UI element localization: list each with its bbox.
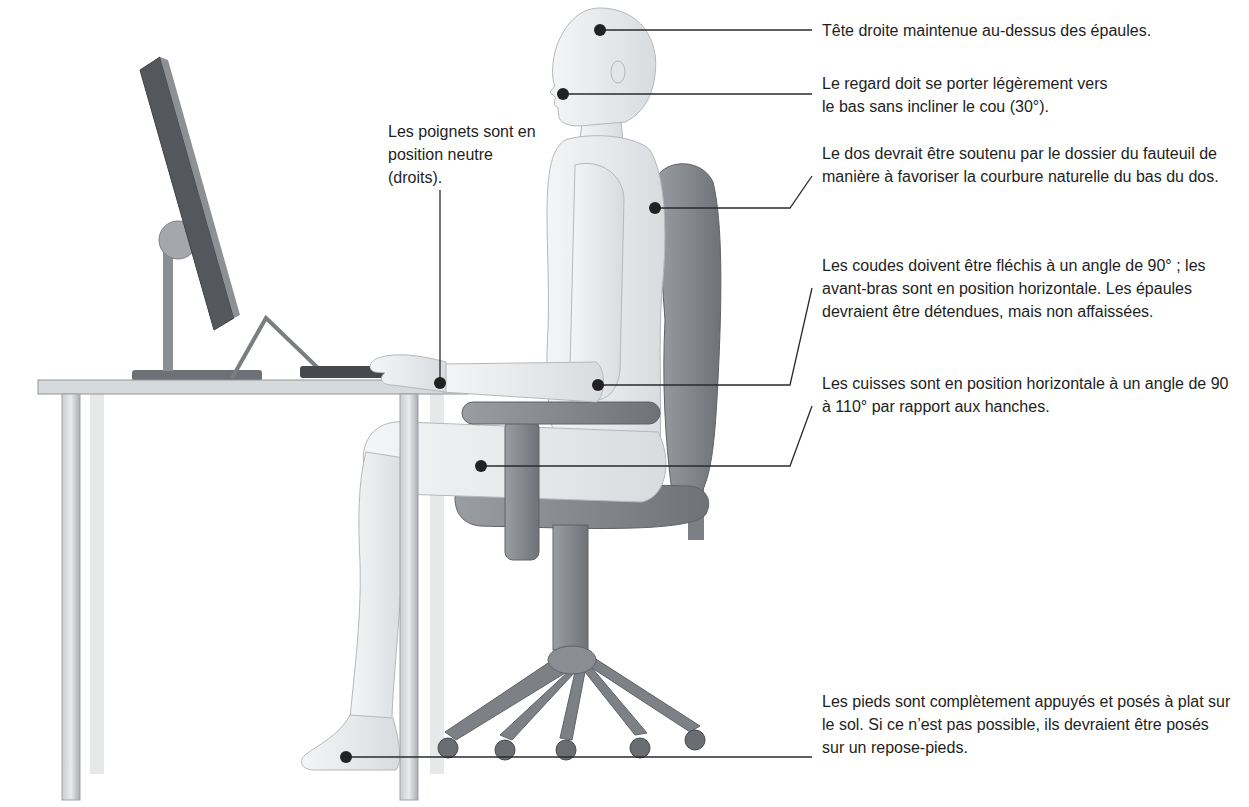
callout-text: Les cuisses sont en position horizontale… (822, 372, 1232, 418)
desk-leg (62, 394, 80, 800)
callout-dot (649, 202, 661, 214)
desk-back-leg (90, 394, 104, 774)
callout-text: Tête droite maintenue au-dessus des épau… (822, 19, 1242, 42)
callout-dot (475, 460, 487, 472)
leader-line (563, 93, 812, 94)
callout-dot (594, 24, 606, 36)
chair-wheel (685, 730, 705, 750)
chair-column (553, 525, 588, 650)
callout-dot (592, 379, 604, 391)
chair-hub (548, 646, 596, 674)
leader-line (655, 176, 812, 208)
callout-dot (557, 88, 569, 100)
leader-line (439, 190, 440, 380)
desk-leg (400, 394, 418, 800)
chair-backrest (655, 164, 721, 492)
leader-line (598, 288, 812, 385)
callout-text: Le regard doit se porter légèrement vers… (822, 72, 1122, 118)
leader-line (346, 756, 812, 757)
monitor-pole (163, 245, 173, 371)
callout-dot (434, 377, 446, 389)
callout-text: Les poignets sont en position neutre (dr… (388, 120, 538, 189)
leader-line (600, 29, 812, 30)
leader-line (481, 406, 812, 466)
callout-text: Les coudes doivent être fléchis à un ang… (822, 254, 1242, 323)
armrest-post (505, 420, 539, 560)
callout-dot (340, 751, 352, 763)
person-foot (302, 715, 400, 770)
chair-wheel (438, 738, 458, 758)
callout-text: Le dos devrait être soutenu par le dossi… (822, 142, 1242, 188)
monitor-edge (160, 57, 240, 318)
monitor-screen (140, 57, 234, 330)
person-forearm (442, 362, 604, 402)
person-ear (611, 61, 625, 83)
armrest (462, 402, 660, 424)
callout-text: Les pieds sont complètement appuyés et p… (822, 690, 1232, 759)
person-hand (370, 355, 446, 392)
person-lower-leg (350, 452, 407, 722)
monitor-base (132, 370, 262, 381)
person-head (550, 8, 656, 126)
chair-wheel (630, 738, 650, 758)
